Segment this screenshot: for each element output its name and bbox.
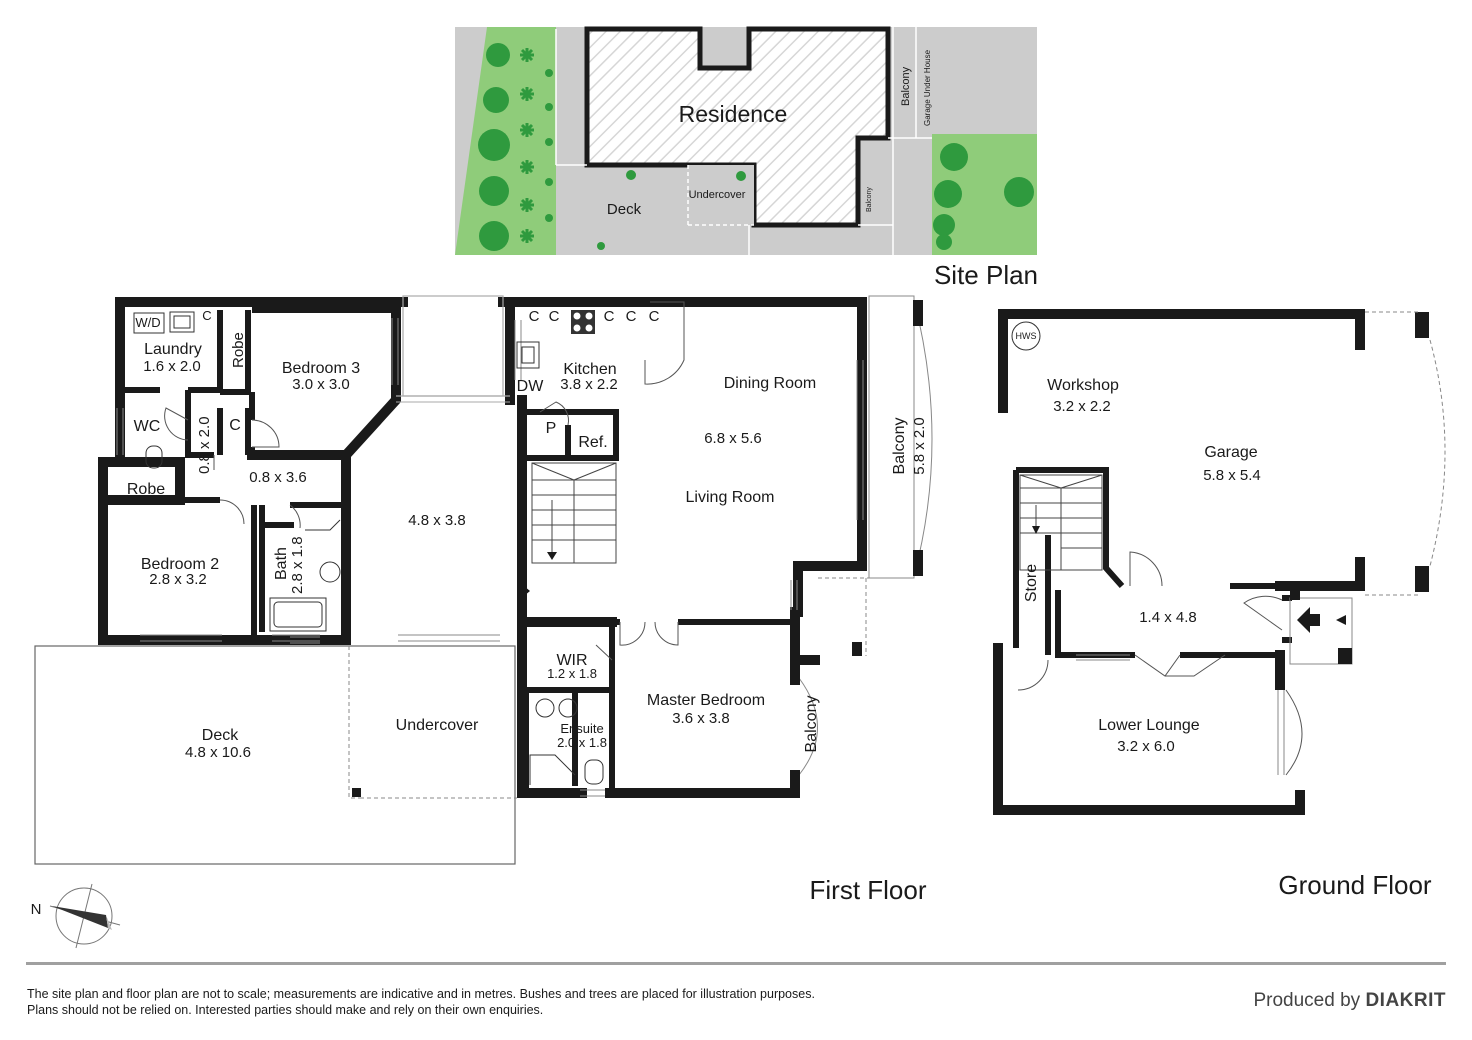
ff-bedroom3-name: Bedroom 3 [282,360,360,377]
first-floor [34,295,933,865]
ff-dining-label: Dining Room [724,375,816,392]
disclaimer-line-2: Plans should not be relied on. Intereste… [27,1003,544,1017]
brand-logo: DIAKRIT [1365,990,1446,1011]
ff-walls [98,297,867,798]
ground-floor-labels: HWS Workshop 3.2 x 2.2 Garage 5.8 x 5.4 … [1016,331,1261,755]
ff-balcony-outline [868,295,915,579]
producer-credit: Produced by DIAKRIT [1253,990,1446,1012]
ff-master-dim: 3.6 x 3.8 [672,710,730,727]
site-deck-label: Deck [607,201,642,218]
ff-bath-dim: 2.8 x 1.8 [289,536,306,594]
ff-bedroom3-dim: 3.0 x 3.0 [292,376,350,393]
gf-walls [993,309,1365,815]
ff-kitchen-dim: 3.8 x 2.2 [560,376,618,393]
gf-garage-name: Garage [1204,444,1257,461]
compass: N [31,883,121,949]
site-trees [478,43,1034,251]
floor-plan-drawing: Residence Deck Undercover Balcony Garage… [31,26,1446,949]
compass-north-label: N [31,901,42,918]
site-balcony-label: Balcony [900,66,912,106]
ff-laundry-dim: 1.6 x 2.0 [143,358,201,375]
site-undercover-label: Undercover [689,189,746,201]
ff-fridge-label: Ref. [578,434,607,451]
site-plan: Residence Deck Undercover Balcony Garage… [455,26,1037,255]
ground-floor-title: Ground Floor [1278,870,1432,900]
ff-dw-label: DW [517,378,545,395]
ff-deck-dim: 4.8 x 10.6 [185,744,251,761]
ff-kitchen-cupboard: C [649,308,660,325]
ff-laundry-name: Laundry [144,341,202,358]
ff-deck-outline [34,645,516,865]
gf-workshop-dim: 3.2 x 2.2 [1053,398,1111,415]
ff-master-name: Master Bedroom [647,692,765,709]
site-garage-under-house-label: Garage Under House [923,49,932,126]
ff-hall-cupboard: C [229,417,241,434]
site-balcony-small-label: Balcony [866,187,873,212]
site-residence-label: Residence [679,101,788,127]
ff-kitchen-cupboard: C [549,308,560,325]
ff-balcony-small-label: Balcony [803,696,820,753]
ff-pantry-label: P [546,420,557,437]
footer-disclaimer: The site plan and floor plan are not to … [27,986,1027,1018]
ff-internal-walls [117,307,795,793]
site-plan-title: Site Plan [934,260,1038,290]
ff-bedroom2-name: Bedroom 2 [141,556,219,573]
ff-robe-label: Robe [127,481,165,498]
ff-living-label: Living Room [686,489,775,506]
gf-stairs [1019,474,1103,571]
ff-living-dim: 6.8 x 5.6 [704,430,762,447]
ff-wir-dim: 1.2 x 1.8 [547,666,597,681]
gf-hall-dim: 1.4 x 4.8 [1139,609,1197,626]
gf-lounge-name: Lower Lounge [1098,717,1200,734]
ff-stairs [531,462,617,564]
ff-ensuite-name: Ensuite [560,721,603,736]
ff-wir-name: WIR [556,652,587,669]
gf-store-label: Store [1023,564,1040,602]
site-shrubs [520,48,534,243]
first-floor-labels: W/D Laundry 1.6 x 2.0 C Robe Bedroom 3 3… [127,308,928,761]
ff-ensuite-dim: 2.0 x 1.8 [557,735,607,750]
ff-hall-dim: 0.8 x 3.6 [249,469,307,486]
gf-workshop-name: Workshop [1047,377,1119,394]
ff-robe-vertical: Robe [230,332,247,368]
ff-bath-name: Bath [273,547,290,580]
ff-kitchen-cupboard: C [529,308,540,325]
gf-hws-label: HWS [1016,331,1037,341]
ff-wc-label: WC [134,418,161,435]
disclaimer-line-1: The site plan and floor plan are not to … [27,987,815,1001]
ff-wd-label: W/D [135,315,160,330]
gf-lounge-dim: 3.2 x 6.0 [1117,738,1175,755]
ff-balcony-dim: 5.8 x 2.0 [911,417,928,475]
first-floor-title: First Floor [810,875,927,905]
produced-by-text: Produced by [1253,990,1361,1011]
ff-center-room-dim: 4.8 x 3.8 [408,512,466,529]
ff-undercover-outline [348,646,517,799]
ff-bedroom2-dim: 2.8 x 3.2 [149,571,207,588]
ff-deck-name: Deck [202,727,239,744]
ff-laundry-cupboard: C [202,308,211,323]
ff-kitchen-cupboard: C [604,308,615,325]
ff-kitchen-cupboards: C C C C C [529,308,660,325]
gf-garage-dim: 5.8 x 5.4 [1203,467,1261,484]
ff-kitchen-cupboard: C [626,308,637,325]
ff-balcony-name: Balcony [891,418,908,475]
gf-internal-walls [1013,467,1292,658]
ff-undercover-label: Undercover [396,717,479,734]
ff-kitchen-name: Kitchen [563,361,616,378]
ff-hall-vertical-dim: 0.8 x 2.0 [196,416,213,474]
ground-floor [993,309,1446,815]
footer-divider [26,962,1446,965]
